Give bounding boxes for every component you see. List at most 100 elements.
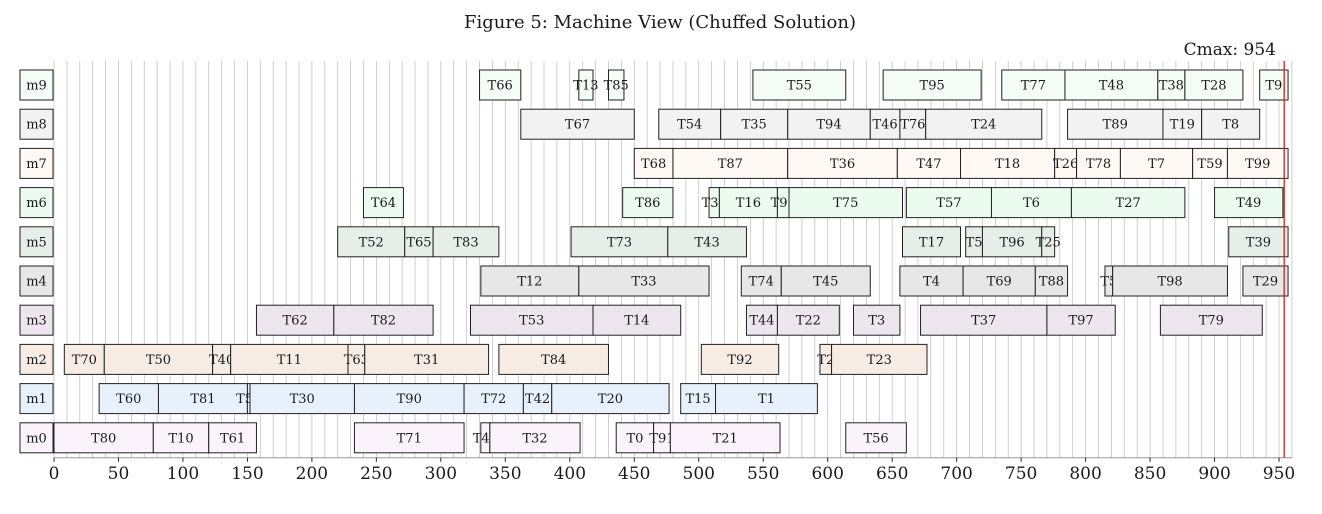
task-rect bbox=[1159, 304, 1263, 336]
x-tick-label: 900 bbox=[1198, 464, 1230, 484]
task-bar-t67: T67 bbox=[520, 108, 635, 140]
task-bar-t47: T47 bbox=[896, 147, 962, 179]
task-rect bbox=[522, 383, 553, 415]
task-label: T17 bbox=[919, 235, 944, 250]
task-rect bbox=[780, 265, 871, 297]
task-label: T37 bbox=[971, 314, 996, 329]
task-rect bbox=[1034, 265, 1069, 297]
task-label: T22 bbox=[796, 314, 821, 329]
x-tick-label: 150 bbox=[231, 464, 263, 484]
task-label: T3 bbox=[868, 314, 885, 329]
task-label: T29 bbox=[1253, 275, 1278, 290]
task-label: T18 bbox=[995, 157, 1020, 172]
task-bar-t92: T92 bbox=[700, 343, 780, 375]
task-rect bbox=[669, 422, 781, 454]
task-label: T55 bbox=[787, 79, 812, 94]
task-rect bbox=[1228, 226, 1289, 258]
task-rect bbox=[249, 383, 355, 415]
task-rect bbox=[1242, 265, 1289, 297]
cmax-label: Cmax: 954 bbox=[1184, 40, 1276, 60]
task-bar-t44: T44 bbox=[745, 304, 778, 336]
task-bar-t71: T71 bbox=[353, 422, 465, 454]
task-label: T96 bbox=[999, 235, 1024, 250]
task-label: T46 bbox=[872, 118, 897, 133]
machine-name: m1 bbox=[26, 392, 47, 407]
task-rect bbox=[981, 226, 1043, 258]
task-rect bbox=[787, 147, 898, 179]
task-bar-t31: T31 bbox=[364, 343, 490, 375]
task-bar-t79: T79 bbox=[1159, 304, 1263, 336]
task-bar-t74: T74 bbox=[740, 265, 782, 297]
task-label: T84 bbox=[541, 353, 566, 368]
task-bar-t12: T12 bbox=[480, 265, 580, 297]
task-bar-t10: T10 bbox=[152, 422, 210, 454]
task-bar-t54: T54 bbox=[658, 108, 722, 140]
task-bar-t38: T38 bbox=[1157, 69, 1186, 101]
task-rect bbox=[578, 265, 710, 297]
task-bar-t97: T97 bbox=[1046, 304, 1116, 336]
machine-name: m2 bbox=[26, 353, 47, 368]
task-bar-t75: T75 bbox=[788, 187, 903, 219]
task-bar-t82: T82 bbox=[333, 304, 434, 336]
task-rect bbox=[788, 187, 903, 219]
task-bar-t28: T28 bbox=[1184, 69, 1244, 101]
task-bar-t70: T70 bbox=[63, 343, 105, 375]
task-label: T57 bbox=[936, 196, 961, 211]
task-rect bbox=[752, 69, 847, 101]
task-rect bbox=[551, 383, 670, 415]
task-rect bbox=[905, 187, 992, 219]
machine-box bbox=[19, 147, 54, 179]
task-label: T36 bbox=[830, 157, 855, 172]
task-rect bbox=[852, 304, 901, 336]
task-bar-t99: T99 bbox=[1226, 147, 1289, 179]
task-rect bbox=[920, 304, 1048, 336]
x-tick-label: 300 bbox=[425, 464, 457, 484]
task-rect bbox=[700, 343, 780, 375]
task-label: T88 bbox=[1039, 275, 1064, 290]
task-bar-t23: T23 bbox=[831, 343, 928, 375]
machine-box bbox=[19, 187, 54, 219]
task-bar-t19: T19 bbox=[1162, 108, 1203, 140]
task-bar-t0: T0 bbox=[615, 422, 655, 454]
task-bar-t89: T89 bbox=[1067, 108, 1164, 140]
task-bar-t83: T83 bbox=[432, 226, 500, 258]
task-label: T52 bbox=[359, 235, 384, 250]
task-bar-t61: T61 bbox=[208, 422, 257, 454]
task-bar-t60: T60 bbox=[98, 383, 159, 415]
task-rect bbox=[353, 422, 465, 454]
task-label: T94 bbox=[816, 118, 841, 133]
task-label: T65 bbox=[406, 235, 431, 250]
x-tick-label: 200 bbox=[296, 464, 328, 484]
task-rect bbox=[899, 265, 964, 297]
task-bar-t22: T22 bbox=[776, 304, 840, 336]
task-label: T68 bbox=[641, 157, 666, 172]
task-label: T13 bbox=[573, 79, 598, 94]
task-rect bbox=[470, 304, 594, 336]
task-bar-t27: T27 bbox=[1070, 187, 1186, 219]
task-label: T33 bbox=[631, 275, 656, 290]
task-label: T47 bbox=[916, 157, 941, 172]
task-label: T16 bbox=[736, 196, 761, 211]
task-bar-t77: T77 bbox=[1001, 69, 1066, 101]
task-label: T26 bbox=[1053, 157, 1078, 172]
task-rect bbox=[1119, 147, 1194, 179]
task-label: T82 bbox=[371, 314, 396, 329]
machine-name: m4 bbox=[26, 275, 47, 290]
task-label: T76 bbox=[900, 118, 925, 133]
machine-label-m4: m4 bbox=[19, 265, 54, 297]
task-rect bbox=[720, 108, 789, 140]
task-bar-t35: T35 bbox=[720, 108, 789, 140]
machine-box bbox=[19, 343, 54, 375]
task-bar-t72: T72 bbox=[463, 383, 524, 415]
task-label: T49 bbox=[1236, 196, 1261, 211]
task-rect bbox=[1076, 147, 1121, 179]
task-bar-t24: T24 bbox=[925, 108, 1043, 140]
task-bar-t5: T5 bbox=[965, 226, 983, 258]
task-bar-t14: T14 bbox=[592, 304, 682, 336]
task-rect bbox=[925, 108, 1043, 140]
task-rect bbox=[489, 422, 581, 454]
task-rect bbox=[869, 108, 901, 140]
task-label: T71 bbox=[397, 431, 422, 446]
task-bar-t69: T69 bbox=[962, 265, 1036, 297]
